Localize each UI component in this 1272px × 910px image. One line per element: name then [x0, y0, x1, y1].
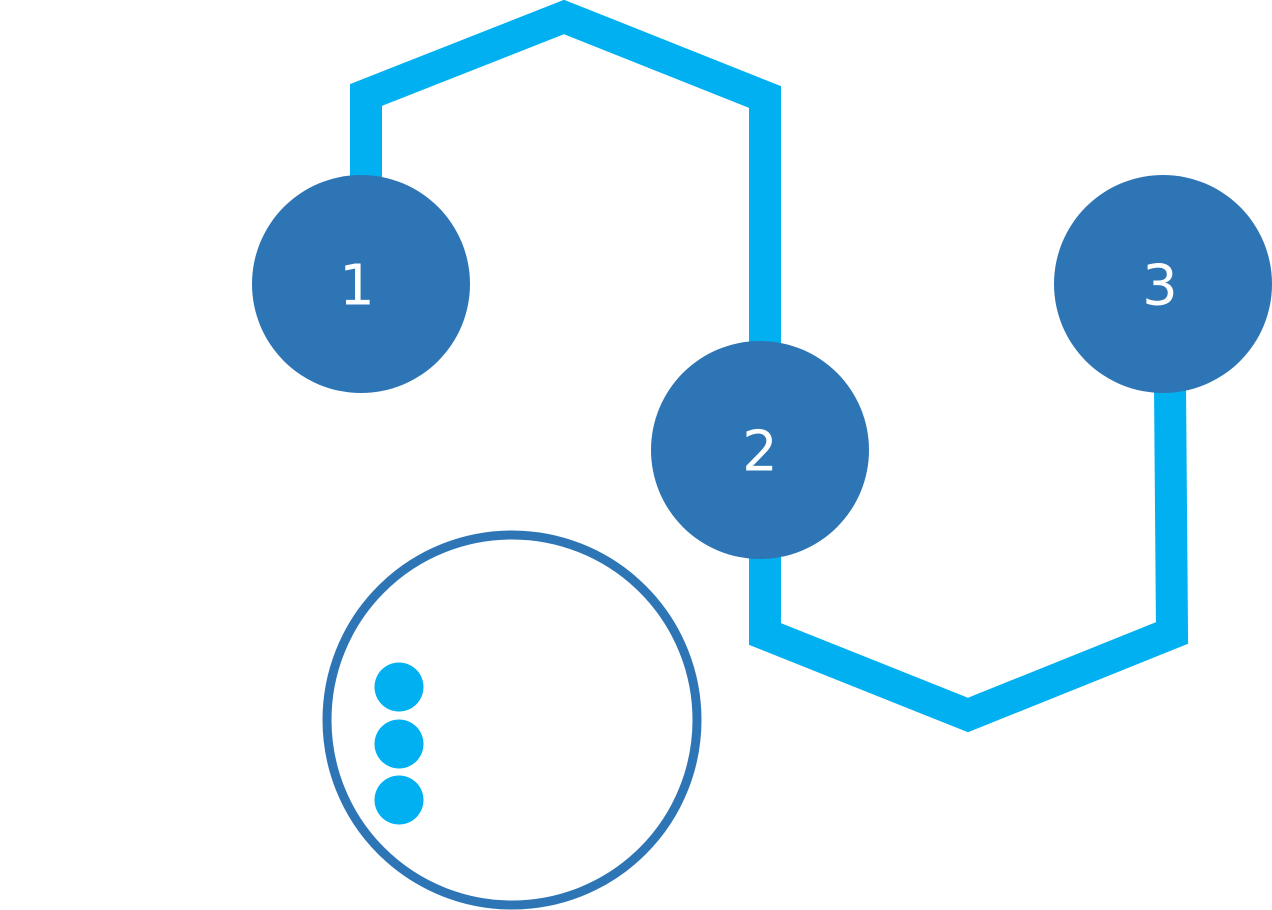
step-number: 1 [339, 254, 375, 319]
step-node-1: 1 [252, 175, 470, 393]
dot [374, 719, 424, 769]
vertical-ellipsis-icon [322, 530, 702, 910]
step-number: 2 [742, 420, 778, 485]
dot [374, 662, 424, 712]
step-number: 3 [1142, 254, 1178, 319]
dot [374, 775, 424, 825]
outline-circle [322, 530, 702, 910]
connector-2-3 [749, 384, 1189, 733]
step-node-2: 2 [651, 341, 869, 559]
connector-1-2 [350, 0, 781, 345]
step-node-3: 3 [1054, 175, 1272, 393]
